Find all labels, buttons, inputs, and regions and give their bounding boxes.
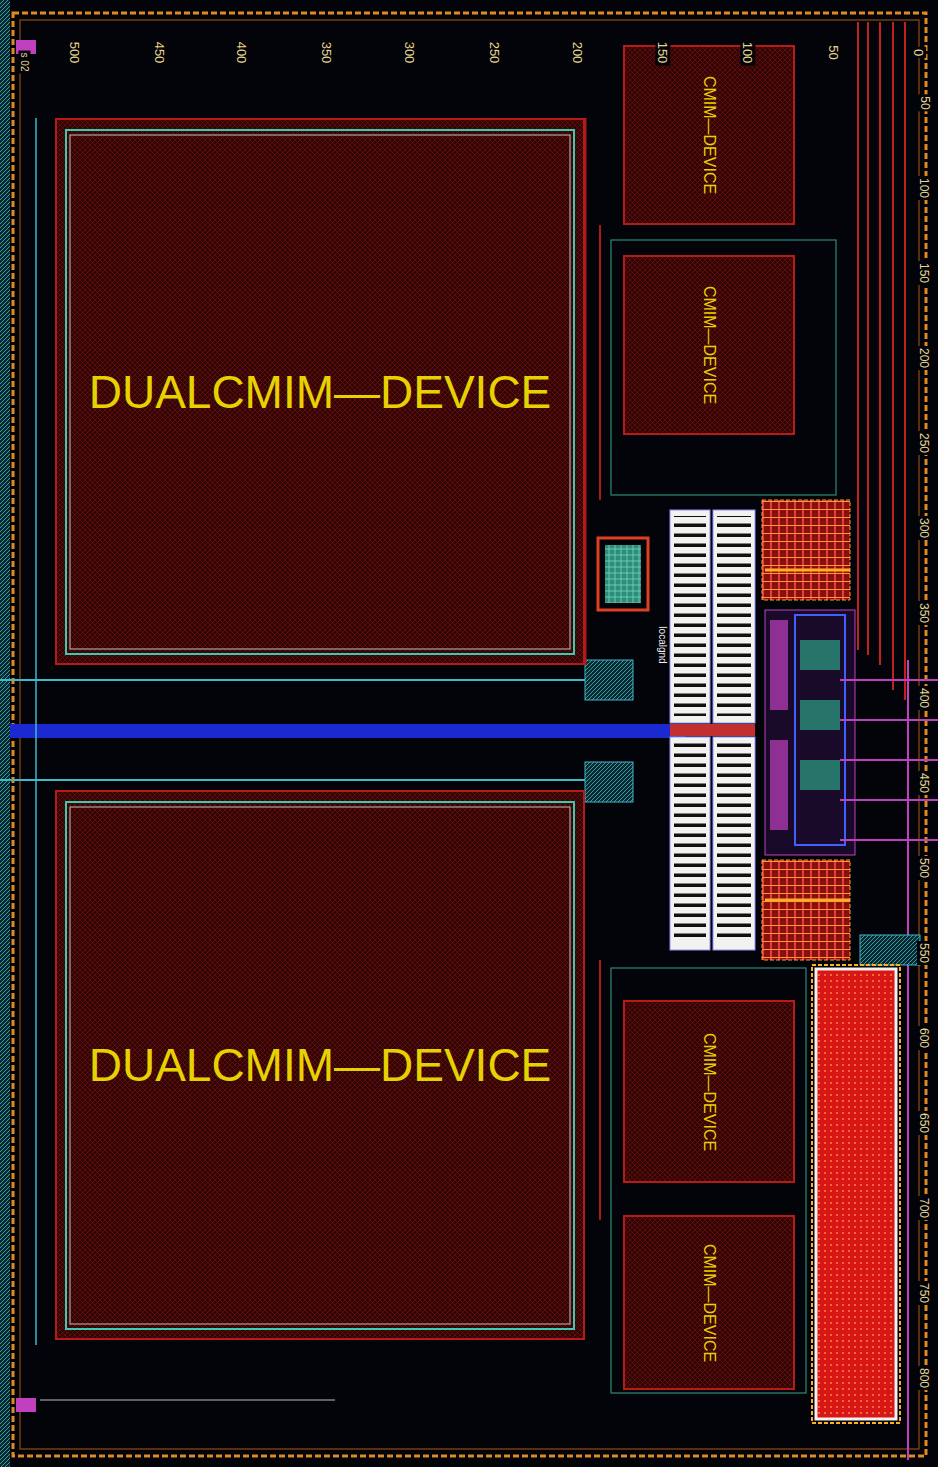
ruler-number: 300 (917, 516, 931, 540)
dual-cmim-capacitor: DUALCMIM—DEVICE (55, 118, 585, 665)
device-label: CMIM—DEVICE (701, 286, 717, 404)
ruler-number: 100 (740, 39, 755, 65)
ruler-number: 200 (917, 346, 931, 370)
ruler-number: 0 (911, 46, 926, 57)
device-label: DUALCMIM—DEVICE (89, 1042, 552, 1088)
ruler-number: 250 (487, 39, 502, 65)
ruler-number: 550 (917, 941, 931, 965)
device-label: DUALCMIM—DEVICE (89, 369, 552, 415)
ruler-number: 450 (917, 771, 931, 795)
cmim-capacitor: CMIM—DEVICE (623, 45, 795, 225)
ruler-number: 400 (917, 686, 931, 710)
ruler-number: 50 (826, 43, 841, 61)
ruler-number: 150 (655, 39, 670, 65)
device-label: CMIM—DEVICE (701, 1032, 717, 1150)
ruler-number: 800 (917, 1366, 931, 1390)
ruler-number: 600 (917, 1026, 931, 1050)
ruler-number: 700 (917, 1196, 931, 1220)
ruler-number: 500 (917, 856, 931, 880)
ruler-number: 350 (319, 39, 334, 65)
ruler-number: 750 (917, 1281, 931, 1305)
dual-cmim-capacitor: DUALCMIM—DEVICE (55, 790, 585, 1340)
ruler-number: 350 (917, 601, 931, 625)
ruler-number: 300 (402, 39, 417, 65)
cmim-capacitor: CMIM—DEVICE (623, 1000, 795, 1183)
ruler-number: 650 (917, 1111, 931, 1135)
net-name: localgnd (655, 624, 667, 665)
cmim-capacitor: CMIM—DEVICE (623, 255, 795, 435)
ruler-number: 150 (917, 261, 931, 285)
ruler-number: 500 (67, 39, 82, 65)
ruler-number: 50 (917, 94, 931, 111)
ruler-number: 250 (917, 431, 931, 455)
ruler-number: 400 (234, 39, 249, 65)
cell-tag: s 02 (18, 51, 30, 74)
device-label: CMIM—DEVICE (701, 76, 717, 194)
cmim-capacitor: CMIM—DEVICE (623, 1215, 795, 1390)
ruler-number: 450 (152, 39, 167, 65)
ruler-number: 200 (570, 39, 585, 65)
ruler-number: 100 (917, 176, 931, 200)
device-label: CMIM—DEVICE (701, 1243, 717, 1361)
